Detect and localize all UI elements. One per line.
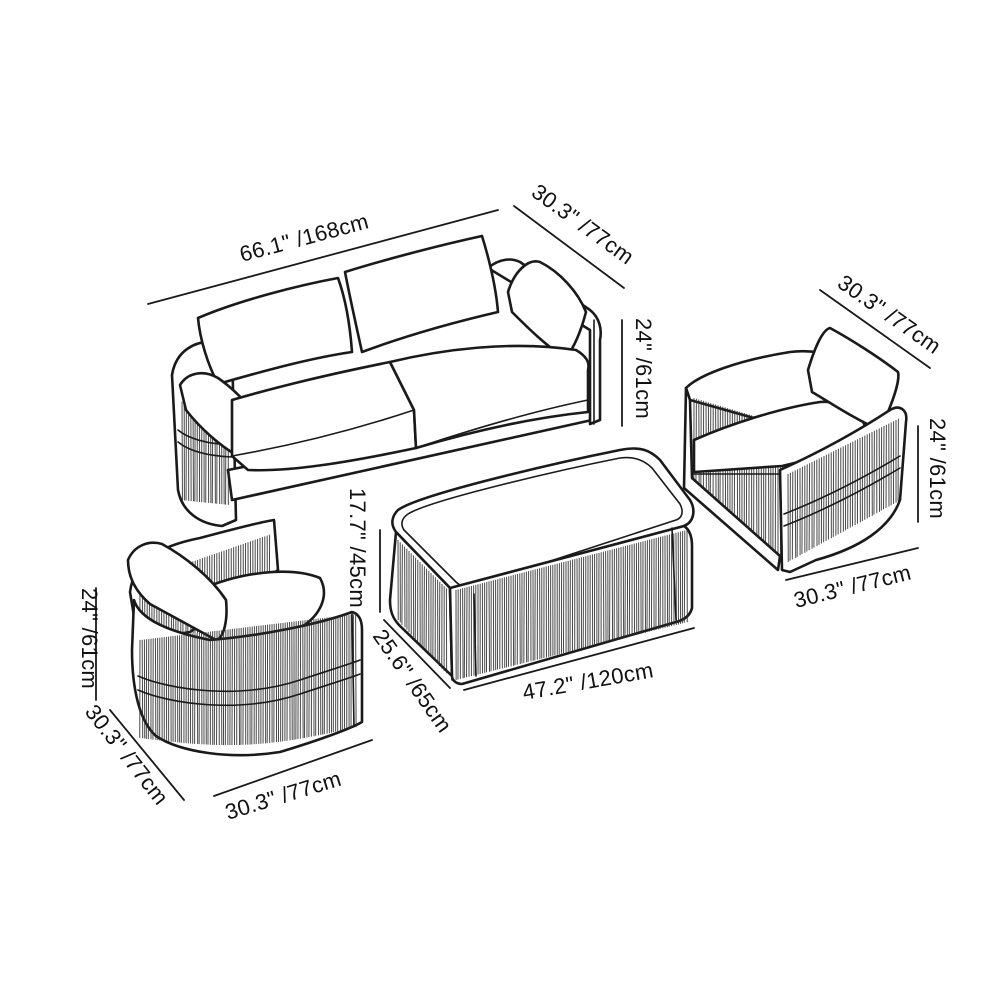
label-table-width: 47.2" /120cm xyxy=(521,657,656,705)
label-sofa-depth: 30.3" /77cm xyxy=(527,179,639,270)
label-table-height: 17.7" /45cm xyxy=(345,488,370,608)
left-armchair xyxy=(128,520,362,755)
label-sofa-height: 24" /61cm xyxy=(631,318,656,419)
label-rchair-width: 30.3" /77cm xyxy=(791,560,913,613)
sofa-back-cushion-left xyxy=(198,278,352,384)
label-sofa-width: 66.1" /168cm xyxy=(237,208,371,266)
label-rchair-height: 24" /61cm xyxy=(925,418,950,519)
sofa-back-cushion-right xyxy=(345,236,498,352)
label-lchair-height: 24" /61cm xyxy=(77,588,102,689)
sofa-seat-cushion-left xyxy=(232,362,416,470)
coffee-table xyxy=(390,448,693,684)
label-lchair-width: 30.3" /77cm xyxy=(222,766,344,825)
sofa-pillow-right xyxy=(508,261,586,358)
right-armchair xyxy=(684,328,906,572)
